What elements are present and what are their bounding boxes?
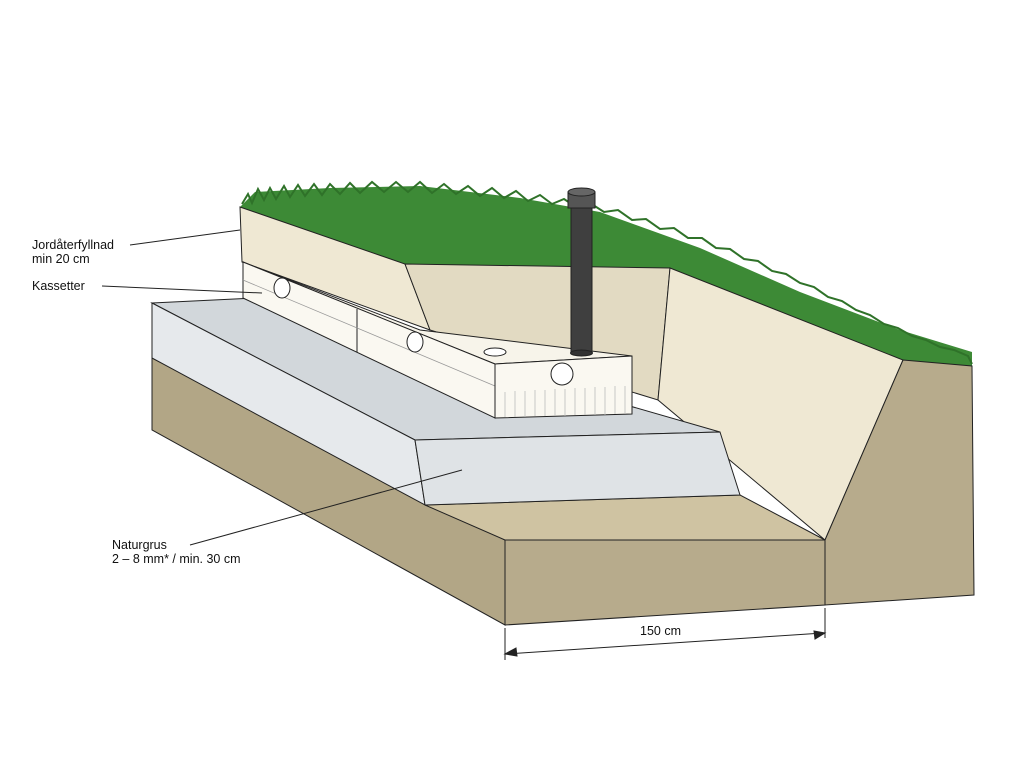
label-cassettes: Kassetter [32, 279, 85, 293]
cassette-inlet-hole [406, 331, 424, 353]
label-soil-backfill-line2: min 20 cm [32, 252, 90, 266]
native-soil-front [504, 539, 826, 626]
label-soil-backfill: Jordåterfyllnad min 20 cm [32, 238, 114, 266]
label-width: 150 cm [640, 624, 681, 638]
cassette-ribs [504, 386, 626, 417]
label-gravel: Naturgrus 2 – 8 mm* / min. 30 cm [112, 538, 241, 566]
grass-surface [240, 186, 972, 366]
dimension-arrow-icon [503, 608, 827, 660]
gravel-front-face [414, 431, 741, 506]
leader-line-cassettes [101, 285, 263, 294]
vent-pipe-icon [567, 187, 596, 357]
label-soil-backfill-line1: Jordåterfyllnad [32, 238, 114, 252]
cassette-inlet-hole [550, 362, 574, 386]
cassette-top-opening [483, 347, 507, 357]
leader-line-gravel [189, 469, 463, 546]
native-soil-right [824, 359, 975, 606]
cassette-inlet-hole [273, 277, 291, 299]
label-gravel-line2: 2 – 8 mm* / min. 30 cm [112, 552, 241, 566]
grass-blades [241, 180, 973, 365]
label-gravel-line1: Naturgrus [112, 538, 167, 552]
cassette-front [494, 355, 633, 419]
leader-line-backfill [129, 229, 241, 246]
